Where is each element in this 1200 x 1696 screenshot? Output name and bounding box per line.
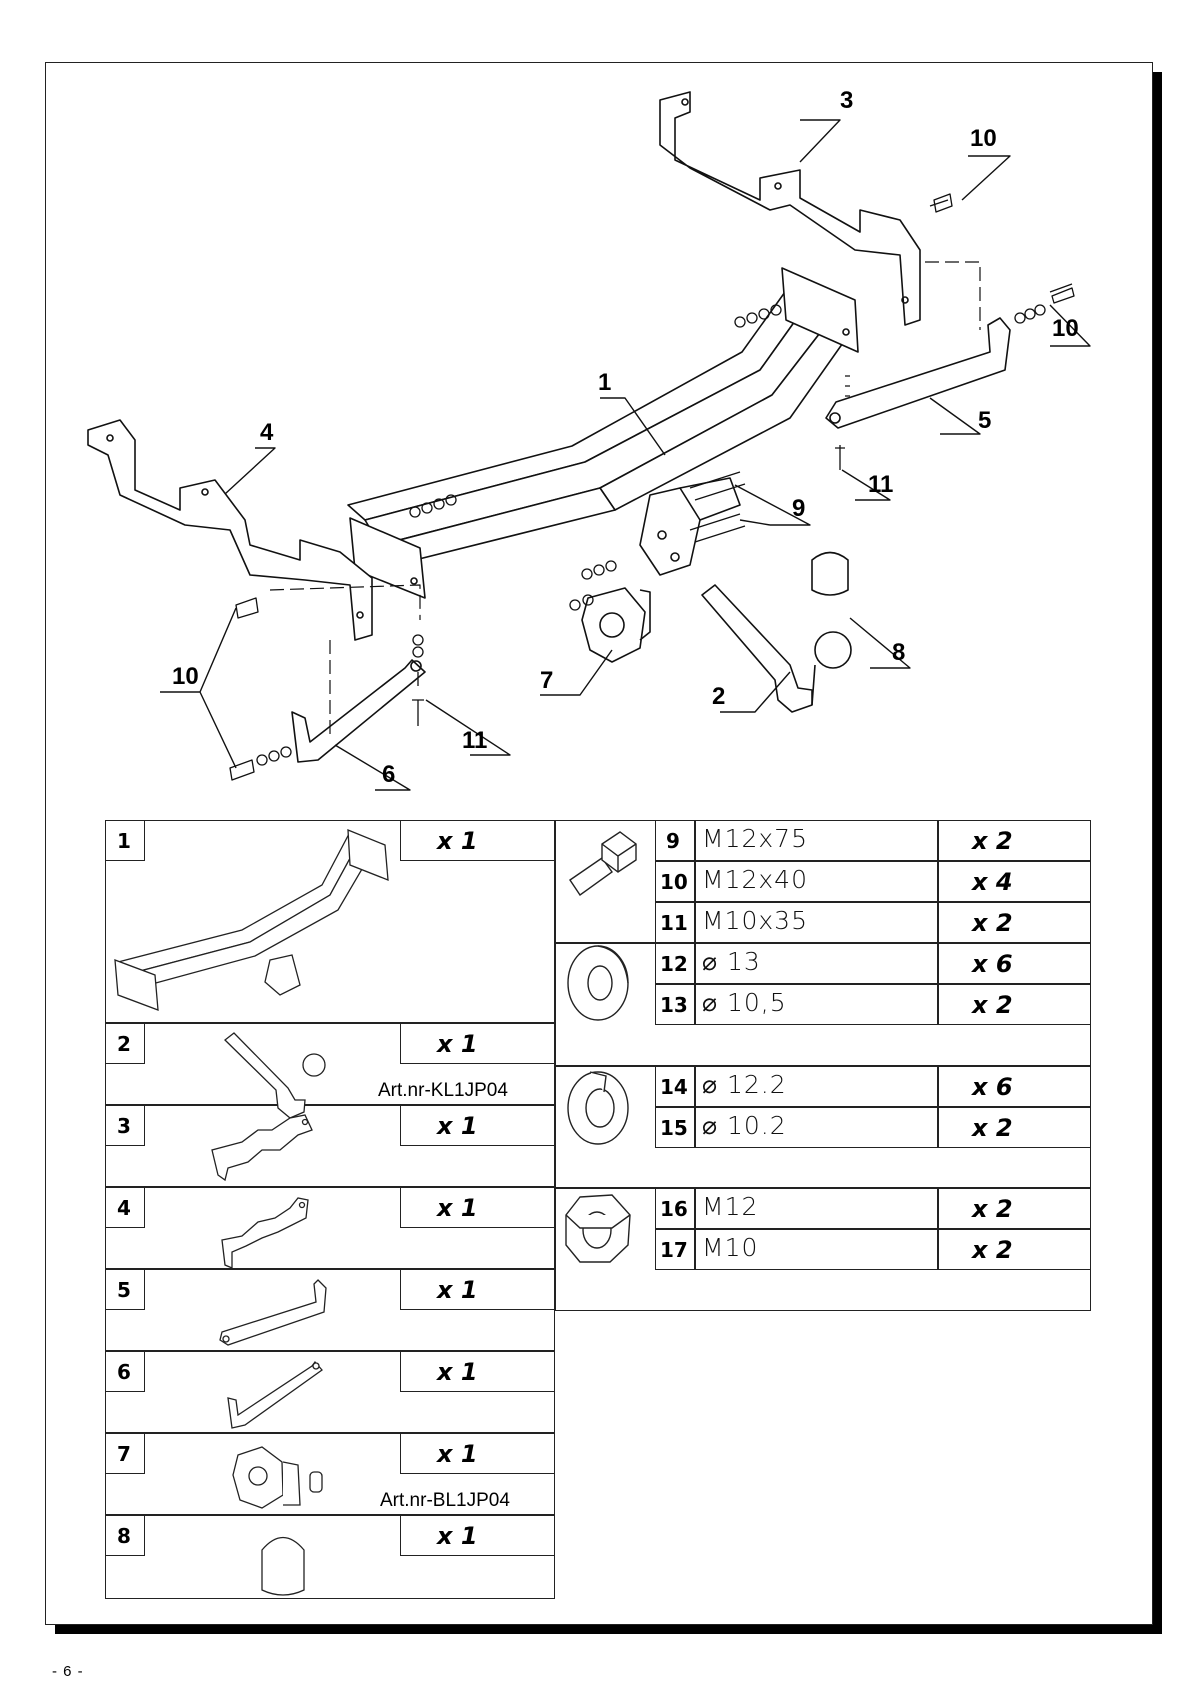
article-number-socket-plate: Art.nr-BL1JP04 xyxy=(380,1490,510,1511)
hardware-spec: ⌀ 12.2 xyxy=(702,1070,787,1099)
hardware-quantity: x 2 xyxy=(972,1114,1013,1142)
part-row-3 xyxy=(105,1105,555,1187)
bracket-4-drawing xyxy=(87,419,373,641)
callout-7: 7 xyxy=(540,667,553,694)
part-number: 8 xyxy=(117,1524,131,1548)
part-quantity: x 1 xyxy=(437,827,478,855)
hardware-number: 12 xyxy=(660,952,688,976)
leader-lines xyxy=(160,119,1091,791)
callout-6: 6 xyxy=(382,761,395,788)
callout-11-right: 11 xyxy=(868,471,893,498)
hardware-number: 9 xyxy=(666,829,680,853)
hardware-quantity: x 6 xyxy=(972,950,1013,978)
part-number: 2 xyxy=(117,1032,131,1056)
part-quantity: x 1 xyxy=(437,1194,478,1222)
callout-10-right: 10 xyxy=(1052,315,1079,342)
socket-plate-7-drawing xyxy=(581,587,651,663)
cap-8-drawing xyxy=(811,551,849,596)
callout-10-top: 10 xyxy=(970,125,997,152)
part-quantity: x 1 xyxy=(437,1112,478,1140)
fasteners-drawing xyxy=(229,193,1075,781)
callout-4: 4 xyxy=(260,419,274,446)
hardware-quantity: x 2 xyxy=(972,827,1013,855)
hardware-spec: M12x75 xyxy=(702,824,808,853)
crossbar-drawing xyxy=(347,267,859,599)
part-number: 1 xyxy=(117,829,131,853)
hardware-quantity: x 2 xyxy=(972,1195,1013,1223)
hardware-spec: ⌀ 13 xyxy=(702,947,761,976)
callout-8: 8 xyxy=(892,639,905,666)
part-number: 6 xyxy=(117,1360,131,1384)
callout-3: 3 xyxy=(840,87,853,114)
hardware-number: 16 xyxy=(660,1197,688,1221)
hardware-number: 17 xyxy=(660,1238,688,1262)
callout-2: 2 xyxy=(712,683,725,710)
hardware-number: 15 xyxy=(660,1116,688,1140)
hardware-spec: M12 xyxy=(702,1192,759,1221)
hardware-quantity: x 2 xyxy=(972,1236,1013,1264)
frame-shadow-bottom xyxy=(55,1625,1162,1634)
hardware-number: 14 xyxy=(660,1075,688,1099)
assembly-drawing: 3 10 10 1 4 5 11 9 8 7 2 10 11 6 xyxy=(87,87,1091,791)
part-quantity: x 1 xyxy=(437,1358,478,1386)
hardware-number: 10 xyxy=(660,870,688,894)
hardware-spec: M10x35 xyxy=(702,906,808,935)
frame-shadow-right xyxy=(1153,72,1162,1634)
hardware-quantity: x 4 xyxy=(972,868,1013,896)
hardware-number: 11 xyxy=(660,911,688,935)
part-quantity: x 1 xyxy=(437,1030,478,1058)
assembly-lines xyxy=(269,261,981,740)
callout-11-left: 11 xyxy=(462,727,487,754)
hardware-spec: M12x40 xyxy=(702,865,808,894)
strap-5-drawing xyxy=(825,317,1011,429)
part-number: 5 xyxy=(117,1278,131,1302)
part-quantity: x 1 xyxy=(437,1440,478,1468)
bracket-3-drawing xyxy=(659,91,921,326)
part-number: 7 xyxy=(117,1442,131,1466)
hardware-spec: ⌀ 10.2 xyxy=(702,1111,787,1140)
callout-1: 1 xyxy=(598,369,611,396)
part-quantity: x 1 xyxy=(437,1276,478,1304)
article-number-towball: Art.nr-KL1JP04 xyxy=(378,1080,508,1101)
towball-2-drawing xyxy=(701,584,852,713)
part-quantity: x 1 xyxy=(437,1522,478,1550)
part-number: 3 xyxy=(117,1114,131,1138)
hardware-number: 13 xyxy=(660,993,688,1017)
hardware-spec: ⌀ 10,5 xyxy=(702,988,787,1017)
hardware-quantity: x 2 xyxy=(972,991,1013,1019)
hardware-quantity: x 2 xyxy=(972,909,1013,937)
hardware-quantity: x 6 xyxy=(972,1073,1013,1101)
callout-5: 5 xyxy=(978,407,991,434)
page-number: - 6 - xyxy=(52,1663,84,1680)
callout-9: 9 xyxy=(792,495,805,522)
hardware-spec: M10 xyxy=(702,1233,759,1262)
callout-10-left: 10 xyxy=(172,663,199,690)
part-number: 4 xyxy=(117,1196,131,1220)
strap-6-drawing xyxy=(291,659,426,763)
